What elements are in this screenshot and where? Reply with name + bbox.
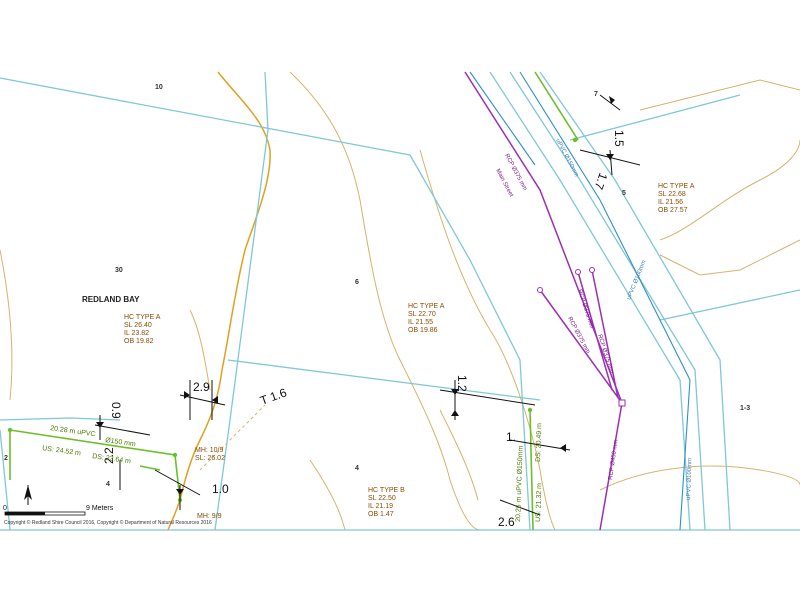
hc-label-lot-30: HC TYPE A SL 26.40 IL 23.82 OB 19.82 [124, 314, 161, 345]
hc-ob: OB 27.57 [658, 207, 688, 214]
copyright-notice: Copyright © Redland Shire Council 2016, … [4, 519, 212, 526]
lot-number-6: 6 [355, 279, 359, 286]
hc-label-lot-6: HC TYPE A SL 22.70 IL 21.55 OB 19.86 [408, 303, 445, 334]
hc-sl: SL 22.50 [368, 495, 396, 502]
lot-number-7: 7 [594, 91, 598, 98]
dimension-1-7: 1.7 [591, 171, 610, 192]
manhole-label-bottom: MH: 9/9 [197, 513, 222, 520]
hc-type: HC TYPE A [408, 303, 445, 310]
dimension-2-2: 2.2 [102, 447, 116, 464]
manhole-sl-label: SL: 26.02 [195, 455, 225, 462]
hc-type: HC TYPE A [658, 183, 695, 190]
lot-number-4-left: 4 [106, 481, 110, 488]
sewer-length-label-right: 20.26 m uPVC Ø150mm [515, 445, 525, 522]
hc-label-lot-4: HC TYPE B SL 22.50 IL 21.19 OB 1.47 [368, 487, 405, 518]
gas-line [167, 71, 271, 531]
dimension-2-9: 2.9 [193, 380, 210, 394]
scale-bar: 0 9 Meters [3, 505, 114, 516]
hc-il: IL 21.55 [408, 319, 433, 326]
scale-distance-label: 9 Meters [86, 505, 114, 512]
hc-type: HC TYPE A [124, 314, 161, 321]
suburb-label: REDLAND BAY [82, 295, 140, 304]
dimension-1-1: 1. [506, 430, 516, 444]
scale-zero-label: 0 [3, 505, 7, 512]
sewer-ds-label-right: DS: 20.49 m [535, 423, 543, 462]
hc-sl: SL 22.70 [408, 311, 436, 318]
stormwater-lines [464, 71, 623, 531]
dimension-1-0: 1.0 [212, 482, 229, 496]
hc-ob: OB 19.86 [408, 327, 438, 334]
water-mains [469, 71, 691, 531]
lot-number-4: 4 [355, 465, 359, 472]
hc-il: IL 23.82 [124, 330, 149, 337]
north-arrow [24, 485, 32, 505]
hc-type: HC TYPE B [368, 487, 405, 494]
lot-number-2-left: 2 [4, 455, 8, 462]
hc-ob: OB 19.82 [124, 338, 154, 345]
dimension-1-5: 1.5 [612, 130, 626, 147]
sewer-diameter-label-left: Ø150 mm [105, 437, 137, 448]
sewer-nodes [7, 137, 578, 503]
lot-number-1-3: 1-3 [740, 405, 750, 412]
property-boundaries [0, 71, 800, 531]
hc-ob: OB 1.47 [368, 511, 394, 518]
dimension-0-9: 0.9 [109, 402, 123, 419]
stormwater-label-bottom: RCP Ø450 mm [608, 439, 620, 480]
dimension-2-6: 2.6 [498, 515, 515, 529]
hc-label-lot-5: HC TYPE A SL 22.68 IL 21.56 OB 27.57 [658, 183, 695, 214]
contour-lines [0, 71, 800, 531]
sewer-us-label-right: US: 21.32 m [535, 483, 543, 522]
water-main-label-bottom: uPVC Ø100mm [686, 458, 693, 500]
hc-il: IL 21.56 [658, 199, 683, 206]
hc-il: IL 21.19 [368, 503, 393, 510]
hc-sl: SL 26.40 [124, 322, 152, 329]
lot-number-30: 30 [115, 267, 123, 274]
lot-number-10: 10 [155, 84, 163, 91]
stormwater-pits [537, 267, 626, 407]
dimension-arrowheads [96, 96, 615, 495]
lot-number-5: 5 [622, 190, 626, 197]
hc-sl: SL 22.68 [658, 191, 686, 198]
manhole-label: MH: 10/9 [195, 447, 224, 454]
dimension-1-2: 1.2 [455, 375, 469, 392]
